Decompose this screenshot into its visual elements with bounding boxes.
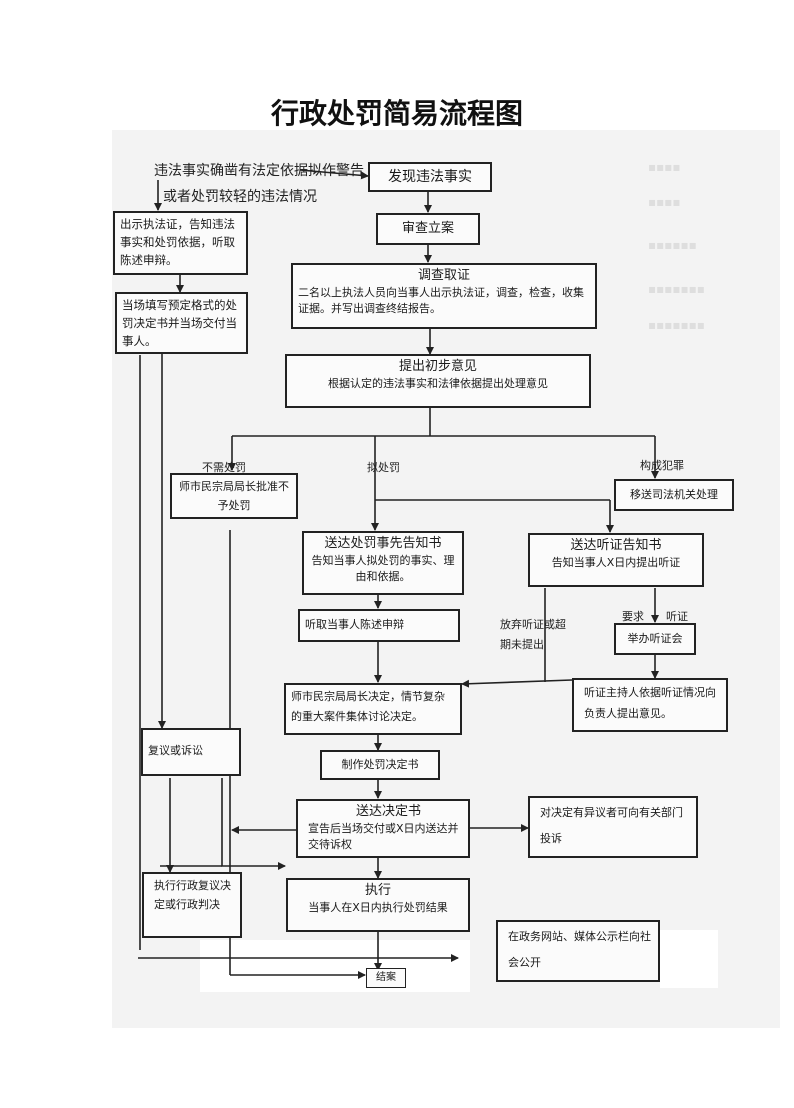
arrow-label-to-discover [299,169,369,180]
label-crime: 构成犯罪 [640,459,684,472]
label-hearing: 听证 [666,610,688,623]
label-request: 要求 [622,610,644,623]
hearing-notice-body: 告知当事人X日内提出听证 [551,556,681,569]
execute-review-box: 执行行政复议决定或行政判决 [142,872,242,938]
no-penalty-box: 师市民宗局局长批准不予处罚 [170,473,298,519]
deliver-box: 送达决定书 宣告后当场交付或X日内送达并交待诉权 [296,799,470,858]
white-patch-bottom-right [660,930,718,988]
bleed-through-mark: ▪▪▪▪ [648,195,681,209]
bleed-through-mark: ▪▪▪▪▪▪▪ [648,318,705,332]
listen-box: 听取当事人陈述申辩 [298,609,460,642]
top-label-line1: 违法事实确凿有法定依据拟作警告 [154,163,364,179]
page-title: 行政处罚简易流程图 [270,97,523,130]
execute-box: 执行 当事人在X日内执行处罚结果 [286,878,470,932]
transfer-box: 移送司法机关处理 [614,479,734,511]
close-box: 结案 [366,968,406,988]
discover-box: 发现违法事实 [368,162,492,192]
notice-title: 送达处罚事先告知书 [324,536,442,551]
opinion-title: 提出初步意见 [398,359,477,374]
review-box: 审查立案 [376,213,480,245]
notice-body: 告知当事人拟处罚的事实、理由和依据。 [311,554,455,583]
fill-form-box: 当场填写预定格式的处罚决定书并当场交付当事人。 [115,292,248,354]
execute-title: 执行 [364,883,391,898]
bleed-through-mark: ▪▪▪▪ [648,160,681,174]
arrow-host-decide [461,679,573,688]
execute-body: 当事人在X日内执行处罚结果 [308,901,448,914]
opinion-box: 提出初步意见 根据认定的违法事实和法律依据提出处理意见 [285,354,591,408]
appeal-box: 对决定有异议者可向有关部门投诉 [528,796,698,858]
host-opinion-box: 听证主持人依据听证情况向负责人提出意见。 [572,678,728,732]
label-no-need: 不需处罚 [202,461,246,474]
line-reconsider-right [221,778,286,870]
publish-box: 在政务网站、媒体公示栏向社会公开 [496,920,660,982]
deliver-title: 送达决定书 [356,804,422,819]
label-waive: 放弃听证或超期未提出 [500,618,566,651]
hearing-notice-title: 送达听证告知书 [570,538,662,553]
hold-hearing-box: 举办听证会 [614,623,696,655]
deliver-body: 宣告后当场交付或X日内送达并交待诉权 [308,822,459,851]
investigate-box: 调查取证 二名以上执法人员向当事人出示执法证，调查，检查，收集证据。并写出调查终… [291,263,597,329]
investigate-body: 二名以上执法人员向当事人出示执法证，调查，检查，收集证据。并写出调查终结报告。 [298,286,584,315]
top-label-line2: 或者处罚较轻的违法情况 [163,189,317,205]
notice-box: 送达处罚事先告知书 告知当事人拟处罚的事实、理由和依据。 [302,531,464,595]
white-patch-bottom-left [200,940,470,992]
investigate-title: 调查取证 [417,268,470,283]
bleed-through-mark: ▪▪▪▪▪▪▪ [648,282,705,296]
bleed-through-mark: ▪▪▪▪▪▪ [648,238,697,252]
reconsider-box: 复议或诉讼 [141,728,241,776]
show-cert-box: 出示执法证，告知违法事实和处罚依据，听取陈述申辩。 [113,211,248,275]
hearing-notice-box: 送达听证告知书 告知当事人X日内提出听证 [528,533,704,587]
make-decision-box: 制作处罚决定书 [320,750,440,780]
opinion-body: 根据认定的违法事实和法律依据提出处理意见 [328,377,548,390]
label-proposed: 拟处罚 [367,461,400,474]
decide-box: 师市民宗局局长决定，情节复杂的重大案件集体讨论决定。 [284,683,462,735]
